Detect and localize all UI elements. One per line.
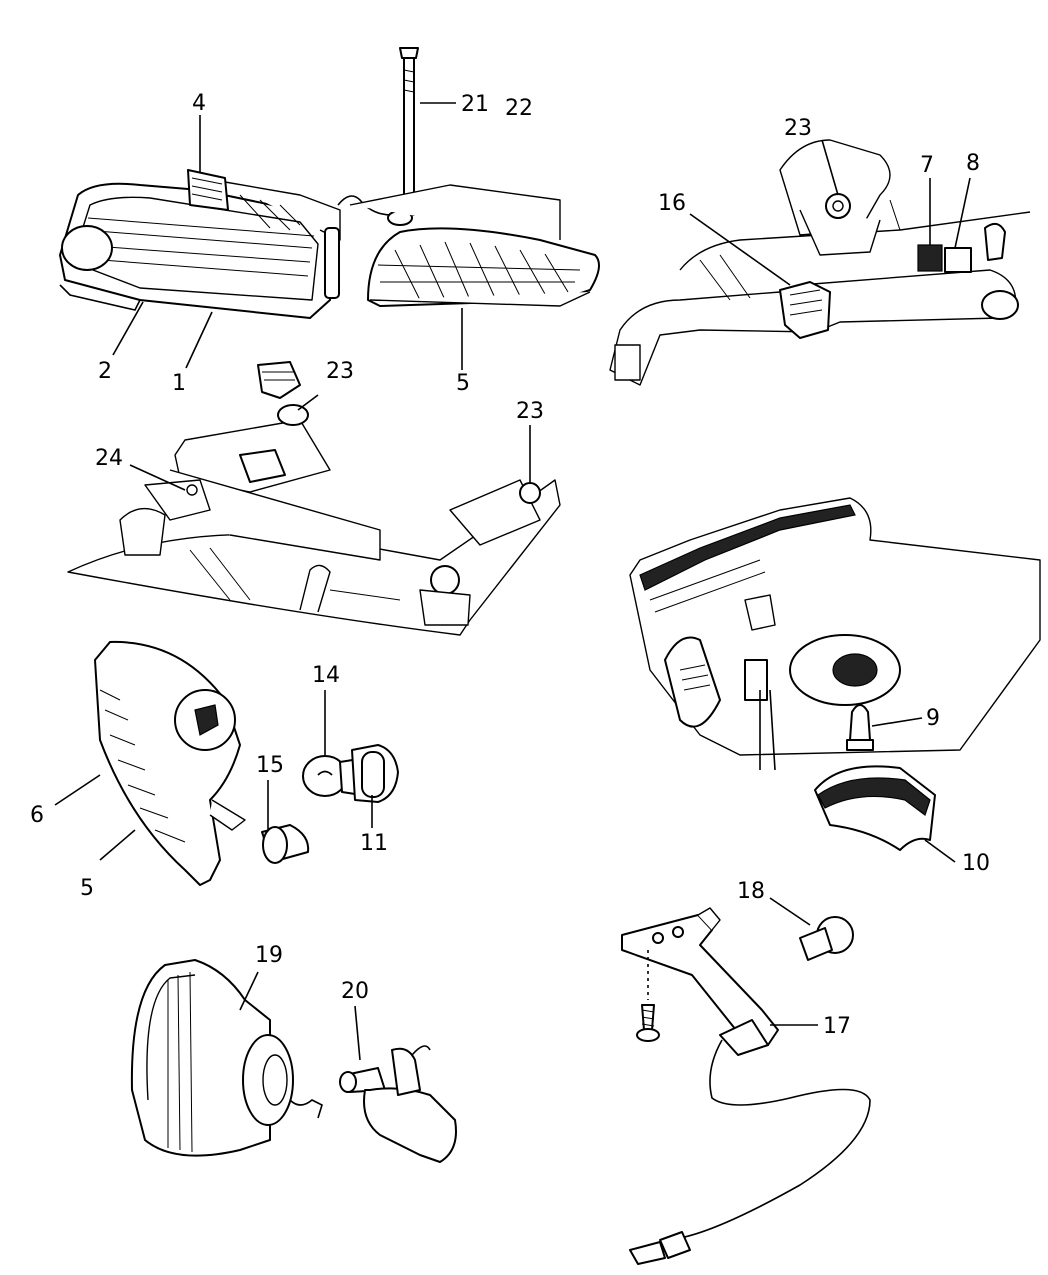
headlamp-assembly [59, 169, 393, 319]
socket-10 [814, 765, 936, 851]
callout-7: 7 [920, 153, 934, 178]
bulb-9 [846, 704, 874, 751]
bulb-18 [799, 916, 854, 961]
callout-5-lower: 5 [80, 876, 94, 901]
callout-20: 20 [341, 979, 369, 1004]
leader-lines-lower-left [54, 690, 373, 861]
callouts-bottom-right: 18 17 [737, 879, 851, 1039]
bulb-socket-20 [339, 1045, 457, 1163]
leader-lines-top-right [689, 139, 971, 286]
callout-8: 8 [966, 151, 980, 176]
callout-9: 9 [926, 706, 940, 731]
leader-lines-top-left [112, 102, 463, 370]
callout-23-mid: 23 [326, 359, 354, 384]
harness-connector [629, 1231, 691, 1265]
callout-23: 23 [784, 116, 812, 141]
callout-15: 15 [256, 753, 284, 778]
callout-24: 24 [95, 446, 123, 471]
bracket-assembly [609, 139, 1031, 386]
callout-5: 5 [456, 371, 470, 396]
leader-lines-middle-right [871, 717, 956, 863]
callouts-lower-left: 14 15 11 6 5 [30, 663, 388, 901]
callout-1: 1 [172, 371, 186, 396]
callout-23-right: 23 [516, 399, 544, 424]
lamp-socket-view [629, 497, 1041, 771]
callouts-middle-right: 9 10 [926, 706, 990, 876]
callout-21: 21 [461, 92, 489, 117]
callout-6: 6 [30, 803, 44, 828]
callout-10: 10 [962, 851, 990, 876]
side-marker-lamp [349, 184, 600, 307]
retaining-bolt [387, 47, 419, 226]
callout-14: 14 [312, 663, 340, 688]
mounting-bracket-17 [621, 907, 871, 1239]
callouts-middle-left: 23 24 23 [95, 359, 544, 471]
callout-2: 2 [98, 359, 112, 384]
callout-16: 16 [658, 191, 686, 216]
grommet-15 [261, 824, 310, 864]
leader-lines-bottom-right [769, 897, 818, 1026]
callout-11: 11 [360, 831, 388, 856]
callout-18: 18 [737, 879, 765, 904]
callouts-bottom-left: 19 20 [255, 943, 369, 1004]
socket-11 [351, 744, 399, 803]
callout-4: 4 [192, 91, 206, 116]
leader-lines-middle-left [129, 394, 531, 491]
callouts-top-right: 23 16 7 8 [658, 116, 980, 216]
callout-17: 17 [823, 1014, 851, 1039]
lamp-mounting-view [67, 361, 561, 636]
socket-boot-19 [130, 959, 323, 1157]
screw [636, 950, 660, 1042]
callout-22: 22 [505, 96, 533, 121]
side-marker-rear [94, 640, 246, 886]
callouts-top-left: 4 21 22 2 1 5 [98, 91, 533, 396]
leader-lines-bottom-left [239, 971, 361, 1061]
callout-19: 19 [255, 943, 283, 968]
